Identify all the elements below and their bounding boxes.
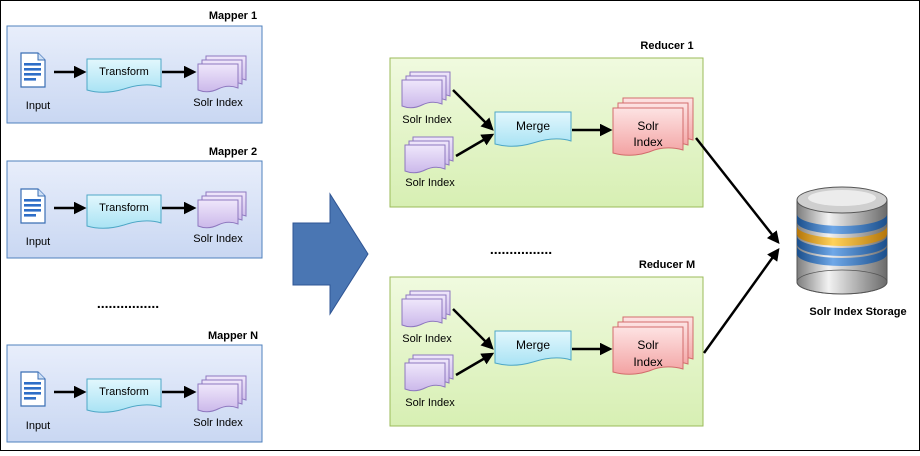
merged-index-label-line1: Solr xyxy=(637,338,658,352)
reducer-ellipsis: ................ xyxy=(490,241,552,257)
mapper-title: Mapper 1 xyxy=(209,10,257,22)
reducer-title: Reducer 1 xyxy=(640,40,693,52)
transform-box xyxy=(86,58,162,93)
input-document-icon xyxy=(20,52,46,88)
mapper-1: Mapper 1 Input Transform Solr Index xyxy=(6,10,263,124)
merge-box xyxy=(494,330,572,366)
output-label: Solr Index xyxy=(193,97,243,109)
flow-arrow xyxy=(455,133,495,158)
reducer-1: Reducer 1 Solr Index Solr Index Merge So… xyxy=(389,40,704,208)
merged-index-label-line2: Index xyxy=(633,135,662,149)
merge-label: Merge xyxy=(516,119,550,133)
database-icon xyxy=(796,186,888,295)
map-to-reduce-arrow xyxy=(292,192,369,316)
mapper-ellipsis: ................ xyxy=(97,295,159,311)
mapper-title: Mapper N xyxy=(208,330,258,342)
merge-box xyxy=(494,111,572,147)
reducer-title: Reducer M xyxy=(639,259,695,271)
solr-index-storage: Solr Index Storage xyxy=(796,186,907,318)
input-label: Input xyxy=(26,100,50,112)
reducer-m: Reducer M Solr Index Solr Index Merge So… xyxy=(389,259,704,427)
merged-index-label-line1: Solr xyxy=(637,119,658,133)
mapper-title: Mapper 2 xyxy=(209,146,257,158)
to-storage-arrow xyxy=(695,137,780,244)
storage-label: Solr Index Storage xyxy=(809,306,906,318)
mapper-2: Mapper 2 Input Transform Solr Index xyxy=(6,146,263,259)
merge-label: Merge xyxy=(516,338,550,352)
transform-label: Transform xyxy=(99,66,149,78)
merged-index-label-line2: Index xyxy=(633,355,662,369)
input-document-icon xyxy=(20,188,46,224)
flow-arrow xyxy=(452,308,494,350)
input-label: Input xyxy=(26,236,50,248)
flow-arrow xyxy=(452,89,494,131)
output-label: Solr Index xyxy=(193,417,243,429)
transform-box xyxy=(86,378,162,413)
input-index-label: Solr Index xyxy=(402,114,452,126)
input-index-label: Solr Index xyxy=(402,333,452,345)
input-index-label: Solr Index xyxy=(405,177,455,189)
transform-box xyxy=(86,194,162,229)
flow-arrow xyxy=(455,352,495,377)
mapper-n: Mapper N Input Transform Solr Index xyxy=(6,330,263,443)
input-document-icon xyxy=(20,371,46,407)
input-label: Input xyxy=(26,420,50,432)
transform-label: Transform xyxy=(99,386,149,398)
transform-label: Transform xyxy=(99,202,149,214)
input-index-label: Solr Index xyxy=(405,397,455,409)
to-storage-arrow xyxy=(702,247,780,354)
output-label: Solr Index xyxy=(193,233,243,245)
